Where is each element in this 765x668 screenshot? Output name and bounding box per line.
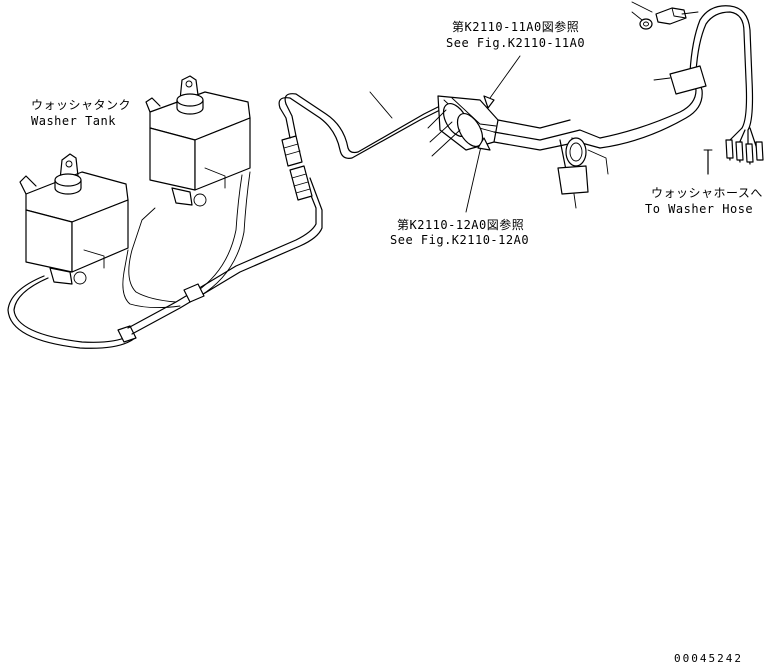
tank-wiring xyxy=(7,103,323,349)
hose-label-en: To Washer Hose xyxy=(645,202,754,216)
ref-mid-label-jp: 第K2110-12A0図参照 xyxy=(397,218,525,232)
leader-lines xyxy=(465,55,521,213)
main-harness xyxy=(278,1,764,209)
ref-mid-label-en: See Fig.K2110-12A0 xyxy=(390,233,530,247)
ref-top-label-en: See Fig.K2110-11A0 xyxy=(446,36,586,50)
washer-tank-label-en: Washer Tank xyxy=(31,114,116,128)
washer-tank-rear xyxy=(145,75,251,207)
part-number: 00045242 xyxy=(674,652,743,665)
ref-top-label-jp: 第K2110-11A0図参照 xyxy=(452,20,580,34)
washer-tank-front xyxy=(19,153,129,285)
hose-label-jp: ウォッシャホースへ xyxy=(651,186,763,200)
washer-tank-label-jp: ウォッシャタンク xyxy=(31,98,132,112)
